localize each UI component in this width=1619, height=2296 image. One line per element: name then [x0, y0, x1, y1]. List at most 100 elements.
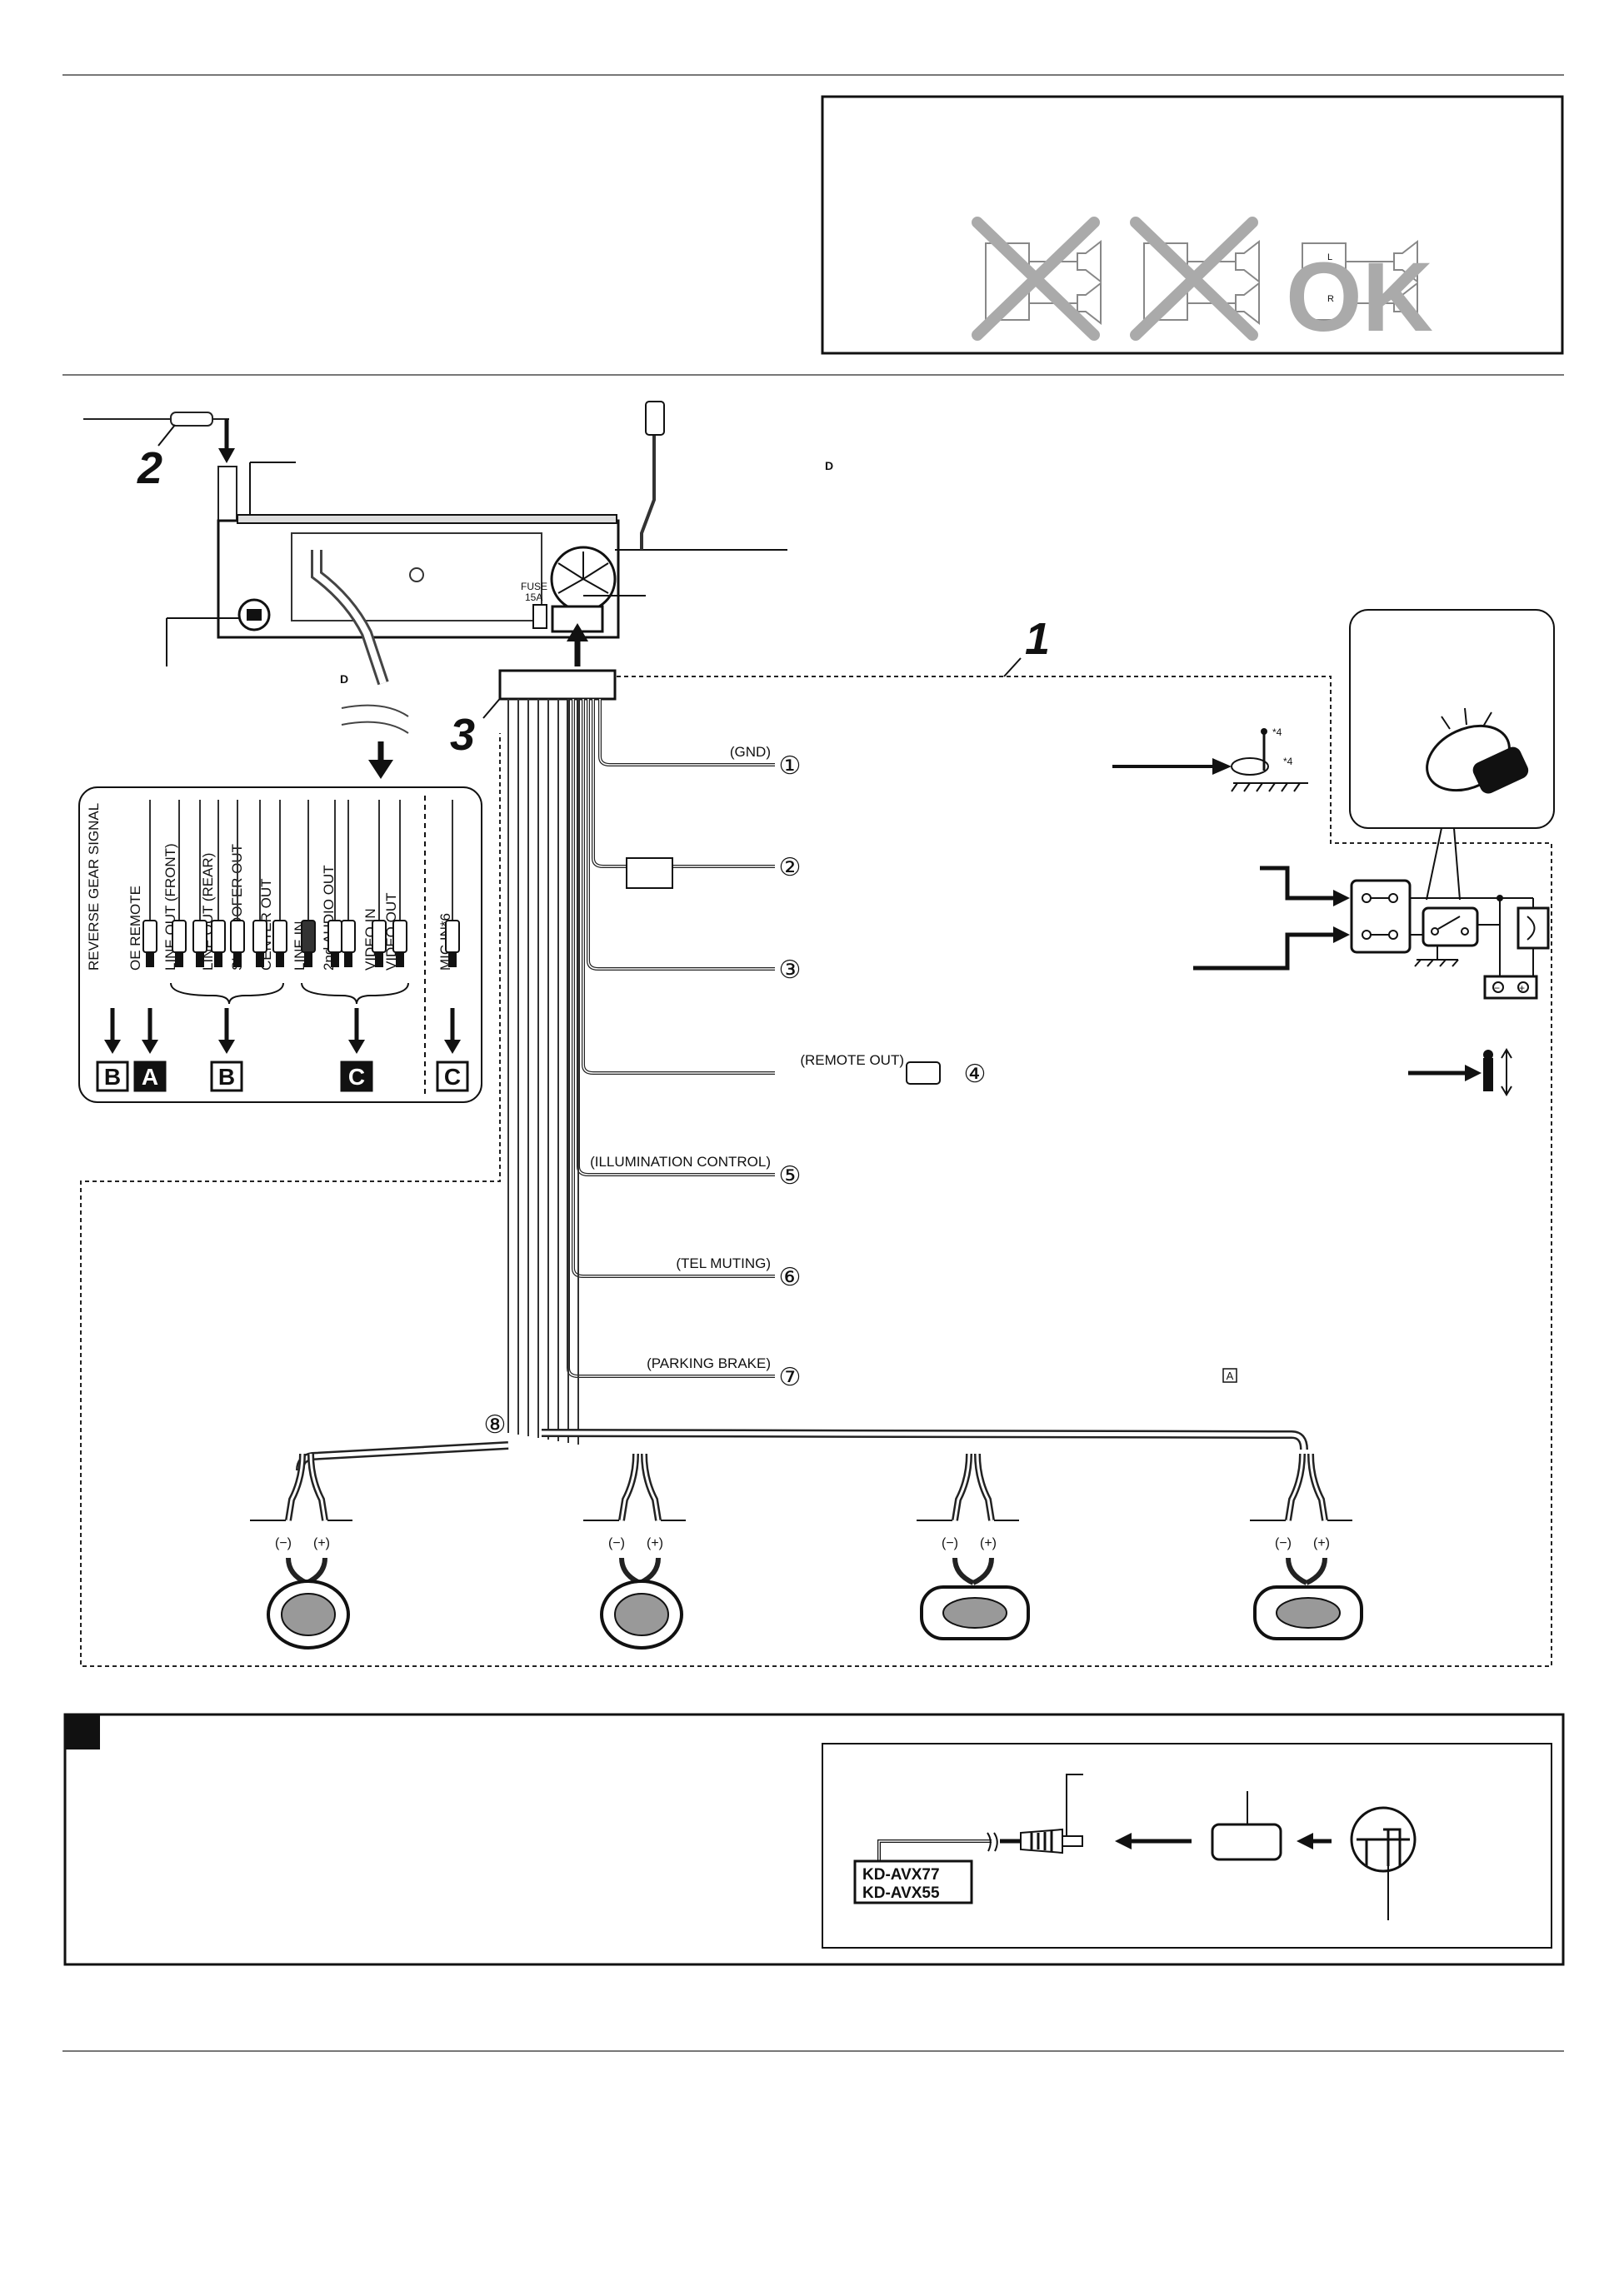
- brace-line-out: [170, 982, 284, 1005]
- mic-plug-grip: [1030, 1831, 1053, 1851]
- rca-plug-tip: [233, 952, 242, 967]
- wire-number: ⑥: [779, 1264, 802, 1291]
- wire-path-inner: [599, 699, 775, 766]
- target-ref-letter: A: [142, 1064, 158, 1090]
- speaker-wire-down: [1286, 1557, 1327, 1585]
- speaker-lead-right-inner: [976, 1453, 993, 1521]
- rca-plug: [192, 920, 207, 953]
- callout-leader-right: [1453, 827, 1461, 901]
- fan-blades: [557, 552, 609, 594]
- ground-wire-lead: [640, 433, 656, 550]
- speaker-minus-label: (−): [1275, 1536, 1292, 1550]
- bottom-section-frame: [63, 1713, 1565, 1966]
- power-antenna-connection: [1408, 1048, 1512, 1096]
- ignition-switch: [1422, 906, 1479, 947]
- battery-terminal-neg: [1492, 981, 1504, 993]
- ground-connection: *4 *4: [1112, 726, 1308, 792]
- ground-hatch: [1231, 782, 1308, 792]
- speaker-grille: [942, 1597, 1007, 1629]
- mic-cable-break: [987, 1832, 998, 1852]
- ground-pointer-arrowhead: [1212, 758, 1232, 775]
- rca-plug-tip: [331, 952, 339, 967]
- ref-a-box: [1222, 1368, 1237, 1383]
- wire-path: [592, 699, 775, 868]
- rca-plug: [341, 920, 356, 953]
- speaker-plus-label: (+): [647, 1536, 663, 1550]
- ref-d-mark: D: [340, 672, 348, 686]
- rca-panel-arrowhead: [368, 760, 393, 779]
- rca-plug-tip: [276, 952, 284, 967]
- rca-down-arrowhead: [218, 1040, 235, 1054]
- rca-down-arrowhead: [444, 1040, 461, 1054]
- power-antenna: [1483, 1058, 1493, 1091]
- wire-label: (PARKING BRAKE): [647, 1355, 771, 1371]
- wire-label: (ILLUMINATION CONTROL): [590, 1154, 771, 1170]
- speaker-grille: [614, 1593, 669, 1636]
- ground-screw-head: [1261, 728, 1267, 735]
- harness-connector: [498, 669, 617, 701]
- brace-line-in: [301, 982, 409, 1005]
- key-rays: [1441, 707, 1492, 730]
- rca-plug: [272, 920, 287, 953]
- antenna-arrowhead: [218, 448, 235, 463]
- step-number-1: 1: [1025, 614, 1050, 664]
- rca-plug: [230, 920, 245, 953]
- wire-number: ④: [964, 1061, 987, 1088]
- power-antenna-arrowhead: [1465, 1065, 1482, 1081]
- battery-wire-arrowhead: [1333, 890, 1350, 906]
- harness-insert-arrowhead: [567, 623, 588, 641]
- speaker-plus-label: (+): [313, 1536, 330, 1550]
- wire-label: (TEL MUTING): [676, 1255, 771, 1271]
- antenna-socket: [217, 466, 237, 526]
- mic-diagram-box: [822, 1743, 1552, 1949]
- rca-down-arrowhead: [348, 1040, 365, 1054]
- ok-mark: OK: [1286, 242, 1433, 352]
- rca-plug-tip: [304, 952, 312, 967]
- target-ref-letter: C: [444, 1064, 461, 1090]
- ribbon-break: [341, 704, 409, 734]
- switch-contact-1: [1431, 927, 1439, 936]
- battery-minus-sign: −: [1494, 982, 1500, 994]
- fuse-block: [1350, 879, 1412, 954]
- rca-plug-tip: [448, 952, 457, 967]
- rca-plug: [252, 920, 267, 953]
- target-ref-box: [210, 1061, 243, 1092]
- rca-plug-tip: [196, 952, 204, 967]
- wire-number: ②: [779, 854, 802, 881]
- wire-path-inner: [592, 699, 775, 867]
- unit-inner-panel: [291, 532, 542, 621]
- mic-connection: KD-AVX77 KD-AVX55: [853, 1774, 1417, 1920]
- unit-mount-hole: [409, 567, 424, 582]
- target-ref-box: [436, 1061, 469, 1092]
- rca-plug-tip: [396, 952, 404, 967]
- speaker-lead-left-inner: [287, 1453, 304, 1521]
- switch-contact-2: [1461, 927, 1469, 936]
- speaker-4: (−)(+): [1250, 1453, 1363, 1640]
- rca-label-2: OE REMOTE: [127, 886, 143, 971]
- speaker-wire-down: [286, 1557, 327, 1585]
- unit-top-edge: [237, 514, 617, 524]
- speaker-plus-label: (+): [980, 1536, 997, 1550]
- rca-plug: [445, 920, 460, 953]
- speaker-3: (−)(+): [917, 1453, 1030, 1640]
- rca-down-arrowhead: [104, 1040, 121, 1054]
- ignition-wire-arrowhead: [1333, 926, 1350, 943]
- speaker-lead-left-inner: [953, 1453, 971, 1521]
- ground-screw-note-2: *4: [1283, 756, 1293, 767]
- rca-down-arrowhead: [142, 1040, 158, 1054]
- power-supply-schematic: − +: [1193, 866, 1550, 1000]
- mic-extension-unit: [1211, 1823, 1282, 1861]
- mic-plug-body: [1020, 1828, 1063, 1854]
- wire-label: (REMOTE OUT): [800, 1052, 904, 1068]
- rca-plug: [392, 920, 407, 953]
- mic-jack-leader: [1066, 1774, 1083, 1836]
- wire-path-inner: [577, 699, 775, 1175]
- callout-leader-left: [1426, 827, 1442, 901]
- target-ref-box: [133, 1061, 167, 1092]
- ground-lug: [1231, 757, 1269, 776]
- rca-plug: [172, 920, 187, 953]
- wire-label: (GND): [730, 744, 771, 760]
- step-number-2: 2: [137, 443, 162, 493]
- mic-plug-tip: [1062, 1835, 1083, 1847]
